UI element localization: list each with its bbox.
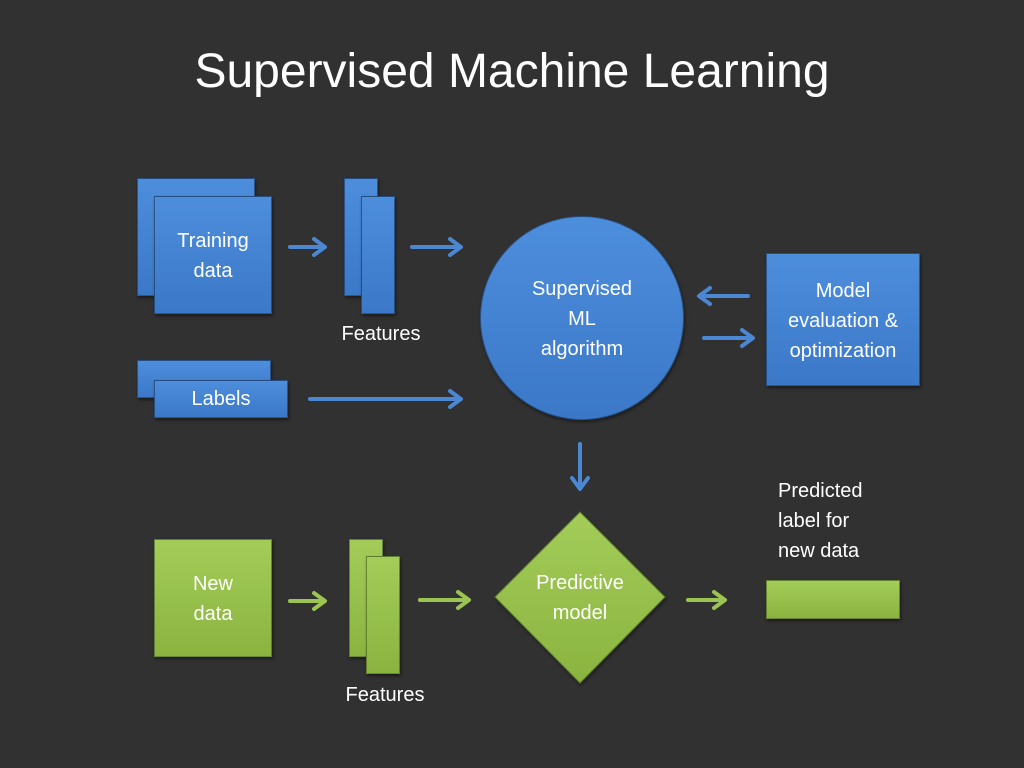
predicted-label-bar (766, 580, 900, 619)
arrow-predictive-model-to-predicted-label (686, 590, 727, 610)
model-evaluation-label: Model evaluation & optimization (787, 280, 899, 362)
training-data-box (154, 196, 272, 314)
supervised-ml-algorithm-label: Supervised ML algorithm (531, 278, 633, 360)
new-data-label: New data (192, 573, 233, 625)
new-data-box (154, 539, 272, 657)
predictive-model-diamond (494, 511, 666, 684)
arrow-features-to-algorithm (410, 237, 463, 257)
features-top-label: Features (341, 323, 421, 345)
arrow-algorithm-to-predictive-model (570, 442, 590, 491)
arrow-algorithm-to-evaluation (702, 328, 755, 348)
training-data-label: Training data (177, 230, 249, 282)
labels-bar (154, 380, 288, 418)
supervised-ml-algorithm-circle (480, 216, 684, 420)
arrow-new-data-to-features (288, 591, 327, 611)
arrow-labels-to-algorithm (308, 389, 463, 409)
arrow-evaluation-to-algorithm (697, 286, 750, 306)
arrow-training-to-features (288, 237, 327, 257)
features-bottom-strip (366, 556, 400, 674)
diagram-title: Supervised Machine Learning (194, 45, 830, 98)
arrow-features-to-predictive-model (418, 590, 471, 610)
labels-label: Labels (191, 388, 251, 410)
features-top-strip (361, 196, 395, 314)
predictive-model-label: Predictive model (536, 572, 624, 624)
model-evaluation-box (766, 253, 920, 386)
features-bottom-label: Features (345, 684, 425, 706)
predicted-label-text: Predicted label for new data (778, 480, 863, 562)
